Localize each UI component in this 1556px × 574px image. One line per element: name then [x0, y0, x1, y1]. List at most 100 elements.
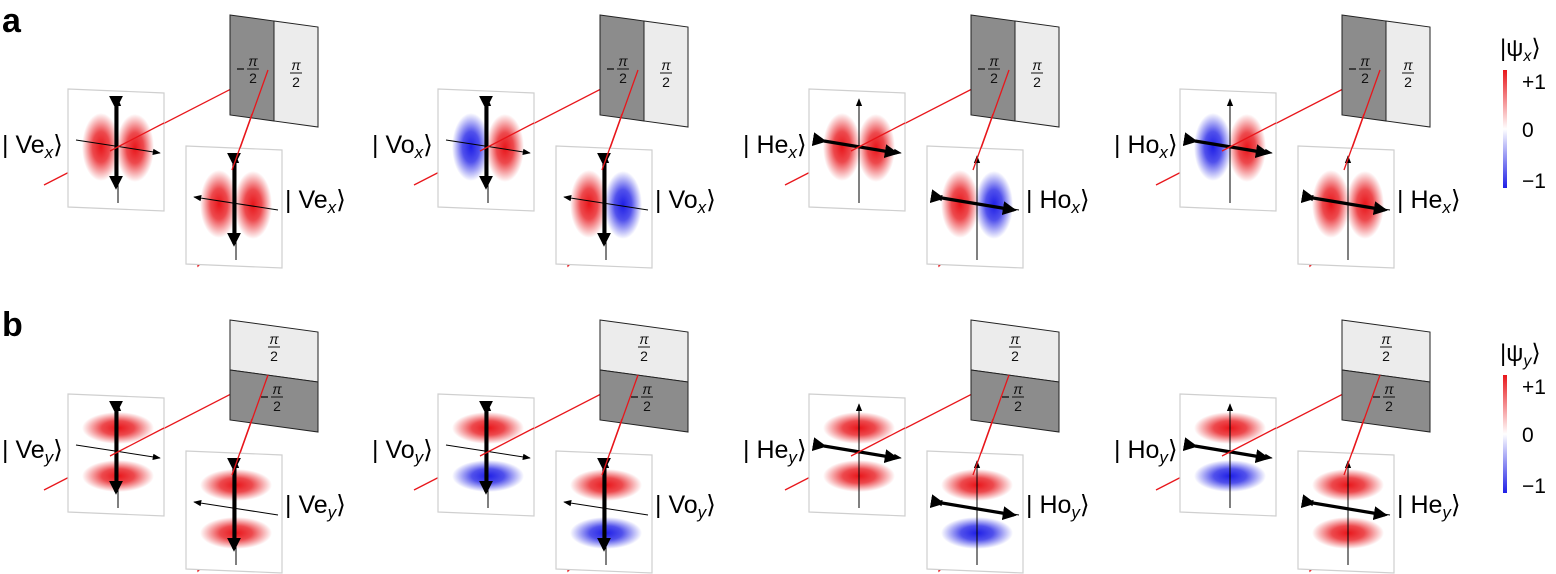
lobe-right — [486, 114, 524, 182]
svg-text:π: π — [661, 57, 671, 73]
mask-half-light — [1014, 20, 1060, 128]
mask-phase-label: π2 — [638, 331, 650, 364]
output-beam-front — [231, 113, 253, 171]
output-mode-label: | Vey⟩ — [285, 491, 346, 522]
svg-text:2: 2 — [1385, 398, 1393, 414]
svg-text:π: π — [1403, 57, 1413, 73]
mask-phase-label: π2 — [1373, 381, 1395, 414]
mask-phase-label: π2 — [1002, 381, 1024, 414]
mask-phase-label: π2 — [1402, 57, 1414, 90]
colorbar-y: |ψy⟩+10−1 — [1500, 340, 1546, 498]
mask-half-dark — [599, 369, 689, 433]
svg-text:2: 2 — [619, 70, 627, 86]
svg-text:π: π — [272, 381, 282, 397]
input-mode-label: | Voy⟩ — [372, 436, 433, 467]
conversion-case: π2 π2 | Vex⟩ | Vex⟩ — [2, 14, 346, 269]
output-mode — [1297, 145, 1395, 269]
svg-text:2: 2 — [990, 70, 998, 86]
mask-phase-label: π2 — [261, 381, 283, 414]
mask-half-light — [273, 20, 319, 128]
input-mode-label: | Hex⟩ — [743, 131, 807, 162]
mask-half-dark — [970, 369, 1060, 433]
output-mode-label: | Vox⟩ — [655, 186, 716, 217]
output-beam-front — [972, 418, 994, 476]
svg-text:2: 2 — [1014, 398, 1022, 414]
lobe-right — [116, 114, 154, 182]
svg-text:π: π — [642, 381, 652, 397]
colorbar-title: |ψy⟩ — [1500, 340, 1541, 370]
colorbar-title: |ψx⟩ — [1500, 35, 1541, 65]
output-beam-front — [972, 113, 994, 171]
colorbar-tick-label: 0 — [1522, 119, 1534, 142]
svg-text:π: π — [1384, 381, 1394, 397]
mask-half-dark — [229, 369, 319, 433]
incident-beam-front — [479, 427, 535, 457]
mask-phase-label: π2 — [1349, 53, 1371, 86]
incident-beam-front — [109, 427, 165, 457]
input-mode — [437, 393, 535, 517]
svg-text:π: π — [1381, 331, 1391, 347]
output-mode — [926, 145, 1024, 269]
svg-text:2: 2 — [1011, 348, 1019, 364]
input-mode-label: | Hey⟩ — [743, 436, 807, 467]
svg-text:π: π — [639, 331, 649, 347]
mask-half-dark — [1341, 369, 1431, 433]
svg-text:π: π — [248, 53, 258, 69]
svg-text:2: 2 — [270, 348, 278, 364]
colorbar-gradient — [1503, 70, 1507, 188]
mask-phase-label: π2 — [607, 53, 629, 86]
output-mode-label: | Vex⟩ — [285, 186, 346, 217]
input-mode-label: | Hox⟩ — [1114, 131, 1178, 162]
output-mode-label: | Hox⟩ — [1026, 186, 1090, 217]
input-mode-label: | Vex⟩ — [2, 131, 63, 162]
input-mode — [808, 88, 906, 212]
colorbar-tick-label: +1 — [1522, 71, 1546, 94]
lobe-left — [452, 113, 490, 181]
mask-half-light — [643, 20, 689, 128]
lobe-right — [234, 171, 272, 239]
svg-text:2: 2 — [1382, 348, 1390, 364]
phase-mask: π2 π2 — [1341, 14, 1431, 128]
output-mode — [1297, 450, 1395, 574]
mask-phase-label: π2 — [660, 57, 672, 90]
output-beam-front — [1343, 418, 1365, 476]
svg-text:π: π — [1010, 331, 1020, 347]
incident-beam-front — [1221, 427, 1277, 457]
input-mode — [1179, 88, 1277, 212]
mask-phase-label: π2 — [290, 57, 302, 90]
svg-text:2: 2 — [249, 70, 257, 86]
lobe-left — [82, 113, 120, 181]
svg-text:2: 2 — [643, 398, 651, 414]
mask-phase-label: π2 — [1380, 331, 1392, 364]
colorbar-x: |ψx⟩ +1 0 −1 — [1500, 35, 1546, 193]
output-mode — [555, 145, 653, 269]
svg-text:2: 2 — [1033, 74, 1041, 90]
output-beam-front — [601, 113, 623, 171]
colorbar-tick-label: −1 — [1522, 170, 1546, 193]
svg-text:2: 2 — [662, 74, 670, 90]
polarization-arrow — [1300, 189, 1388, 216]
input-mode-label: | Vey⟩ — [2, 436, 63, 467]
incident-beam-front — [1221, 122, 1277, 152]
svg-text:π: π — [1032, 57, 1042, 73]
colorbar-gradient — [1503, 375, 1507, 493]
mask-phase-label: π2 — [631, 381, 653, 414]
output-beam-front — [601, 418, 623, 476]
input-mode — [437, 88, 535, 212]
output-mode-label: | Voy⟩ — [655, 491, 716, 522]
svg-text:π: π — [269, 331, 279, 347]
phase-mask: π2 π2 — [229, 14, 319, 128]
colorbar-tick-label: −1 — [1522, 475, 1546, 498]
output-mode — [926, 450, 1024, 574]
panel-letter-a: a — [2, 2, 22, 40]
